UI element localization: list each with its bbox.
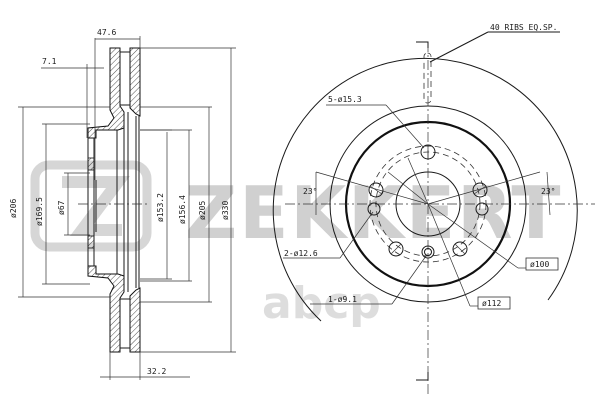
watermark-text: ZEKKERT bbox=[185, 171, 562, 255]
dim-overall-width: 47.6 bbox=[97, 28, 116, 37]
label-pin-hole: 1-ø9.1 bbox=[328, 295, 357, 304]
section-view: 47.6 7.1 ø206 ø169.5 ø67 ø153.2 ø156.4 bbox=[9, 28, 236, 380]
label-ribs: 40 RIBS EQ.SP. bbox=[490, 23, 557, 32]
zekkert-watermark: ZEKKERT bbox=[30, 160, 562, 255]
front-view: 40 RIBS EQ.SP. bbox=[272, 23, 595, 395]
label-angle-left: 23° bbox=[303, 187, 317, 196]
label-bolt-holes: 5-ø15.3 bbox=[328, 95, 362, 104]
label-pcd-112: ø112 bbox=[482, 299, 501, 308]
abcp-watermark: abcp bbox=[262, 278, 381, 329]
dim-inner-diameter-2: ø156.4 bbox=[178, 195, 187, 224]
pin-hole bbox=[421, 245, 435, 259]
bolt-holes bbox=[368, 144, 488, 257]
watermark-secondary-text: abcp bbox=[262, 278, 381, 329]
dim-hat-offset: 7.1 bbox=[42, 57, 57, 66]
dim-inner-diameter-1: ø153.2 bbox=[156, 193, 165, 222]
dim-disc-thickness: 32.2 bbox=[147, 367, 166, 376]
label-aux-holes: 2-ø12.6 bbox=[284, 249, 318, 258]
aux-holes bbox=[367, 202, 489, 216]
dim-friction-inner-diameter: ø205 bbox=[198, 201, 207, 220]
dim-center-bore: ø67 bbox=[57, 200, 66, 215]
dim-outer-diameter: ø330 bbox=[221, 201, 230, 220]
dim-hat-inner-diameter: ø169.5 bbox=[35, 197, 44, 226]
label-angle-right: 23° bbox=[541, 187, 555, 196]
label-pcd-100: ø100 bbox=[530, 260, 549, 269]
disc-outer-edge bbox=[272, 57, 578, 322]
dim-hat-outer-diameter: ø206 bbox=[9, 199, 18, 218]
